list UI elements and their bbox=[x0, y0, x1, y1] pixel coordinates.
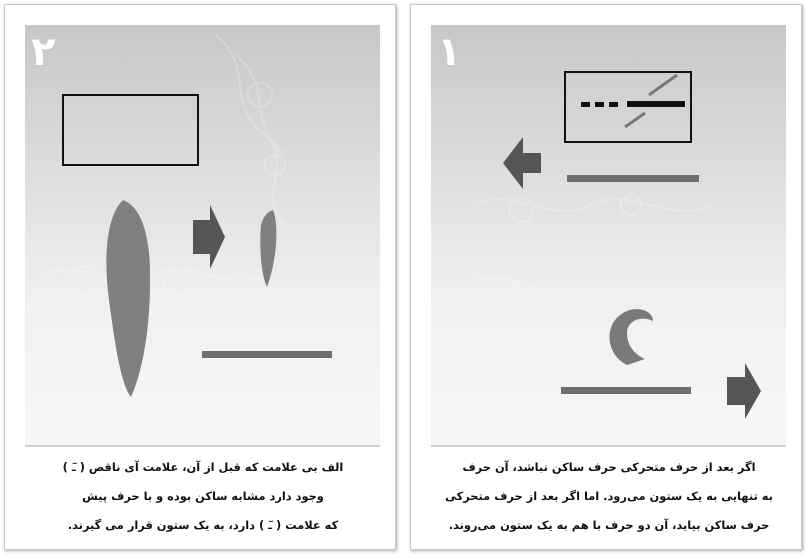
slash-mark bbox=[624, 111, 646, 129]
slide-number: ۱ bbox=[437, 29, 462, 75]
illustration-canvas-1 bbox=[460, 71, 761, 419]
right-arrow-icon bbox=[193, 205, 225, 269]
caption-line: حرف ساکن بیاید، آن دو حرف با هم به یک ست… bbox=[448, 518, 770, 532]
slide-illustration-2: ۲ bbox=[25, 25, 380, 445]
separator-line bbox=[25, 445, 380, 447]
solid-line bbox=[627, 101, 685, 107]
right-arrow-icon bbox=[727, 363, 761, 419]
caption-line: وجود دارد مشابه ساکن بوده و با حرف پیش bbox=[82, 489, 324, 503]
slash-mark bbox=[648, 73, 678, 97]
column-rule bbox=[567, 175, 699, 182]
empty-box bbox=[62, 94, 199, 166]
left-arrow-icon bbox=[503, 137, 541, 189]
slide-card-1: ۱ اگر بعد از حرف متحرکی حرف ساکن نباشد، … bbox=[410, 4, 802, 550]
slide-caption: الف بی علامت که قبل از آن، علامت آی ناقص… bbox=[23, 453, 383, 540]
caption-line: اگر بعد از حرف متحرکی حرف ساکن نباشد، آن… bbox=[462, 460, 756, 474]
caption-line: به تنهایی به یک ستون می‌رود. اما اگر بعد… bbox=[445, 489, 773, 503]
illustration-canvas-2 bbox=[44, 34, 332, 397]
column-rule bbox=[202, 351, 332, 358]
slide-card-2: ۲ الف بی علامت که قبل از آن، علامت آی نا… bbox=[4, 4, 396, 550]
caption-line: الف بی علامت که قبل از آن، علامت آی ناقص… bbox=[62, 460, 344, 474]
dashed-line bbox=[581, 102, 618, 107]
slide-caption: اگر بعد از حرف متحرکی حرف ساکن نباشد، آن… bbox=[429, 453, 789, 540]
hook-shape bbox=[609, 309, 653, 365]
alef-shape bbox=[106, 200, 151, 397]
example-box bbox=[564, 71, 692, 143]
slide-illustration-1: ۱ bbox=[431, 25, 786, 445]
small-alef-shape bbox=[260, 210, 277, 287]
column-rule bbox=[561, 387, 691, 394]
caption-line: که علامت ( ـٓ ) دارد، به یک ستون قرار می… bbox=[67, 518, 339, 532]
slide-number: ۲ bbox=[31, 29, 56, 75]
separator-line bbox=[431, 445, 786, 447]
